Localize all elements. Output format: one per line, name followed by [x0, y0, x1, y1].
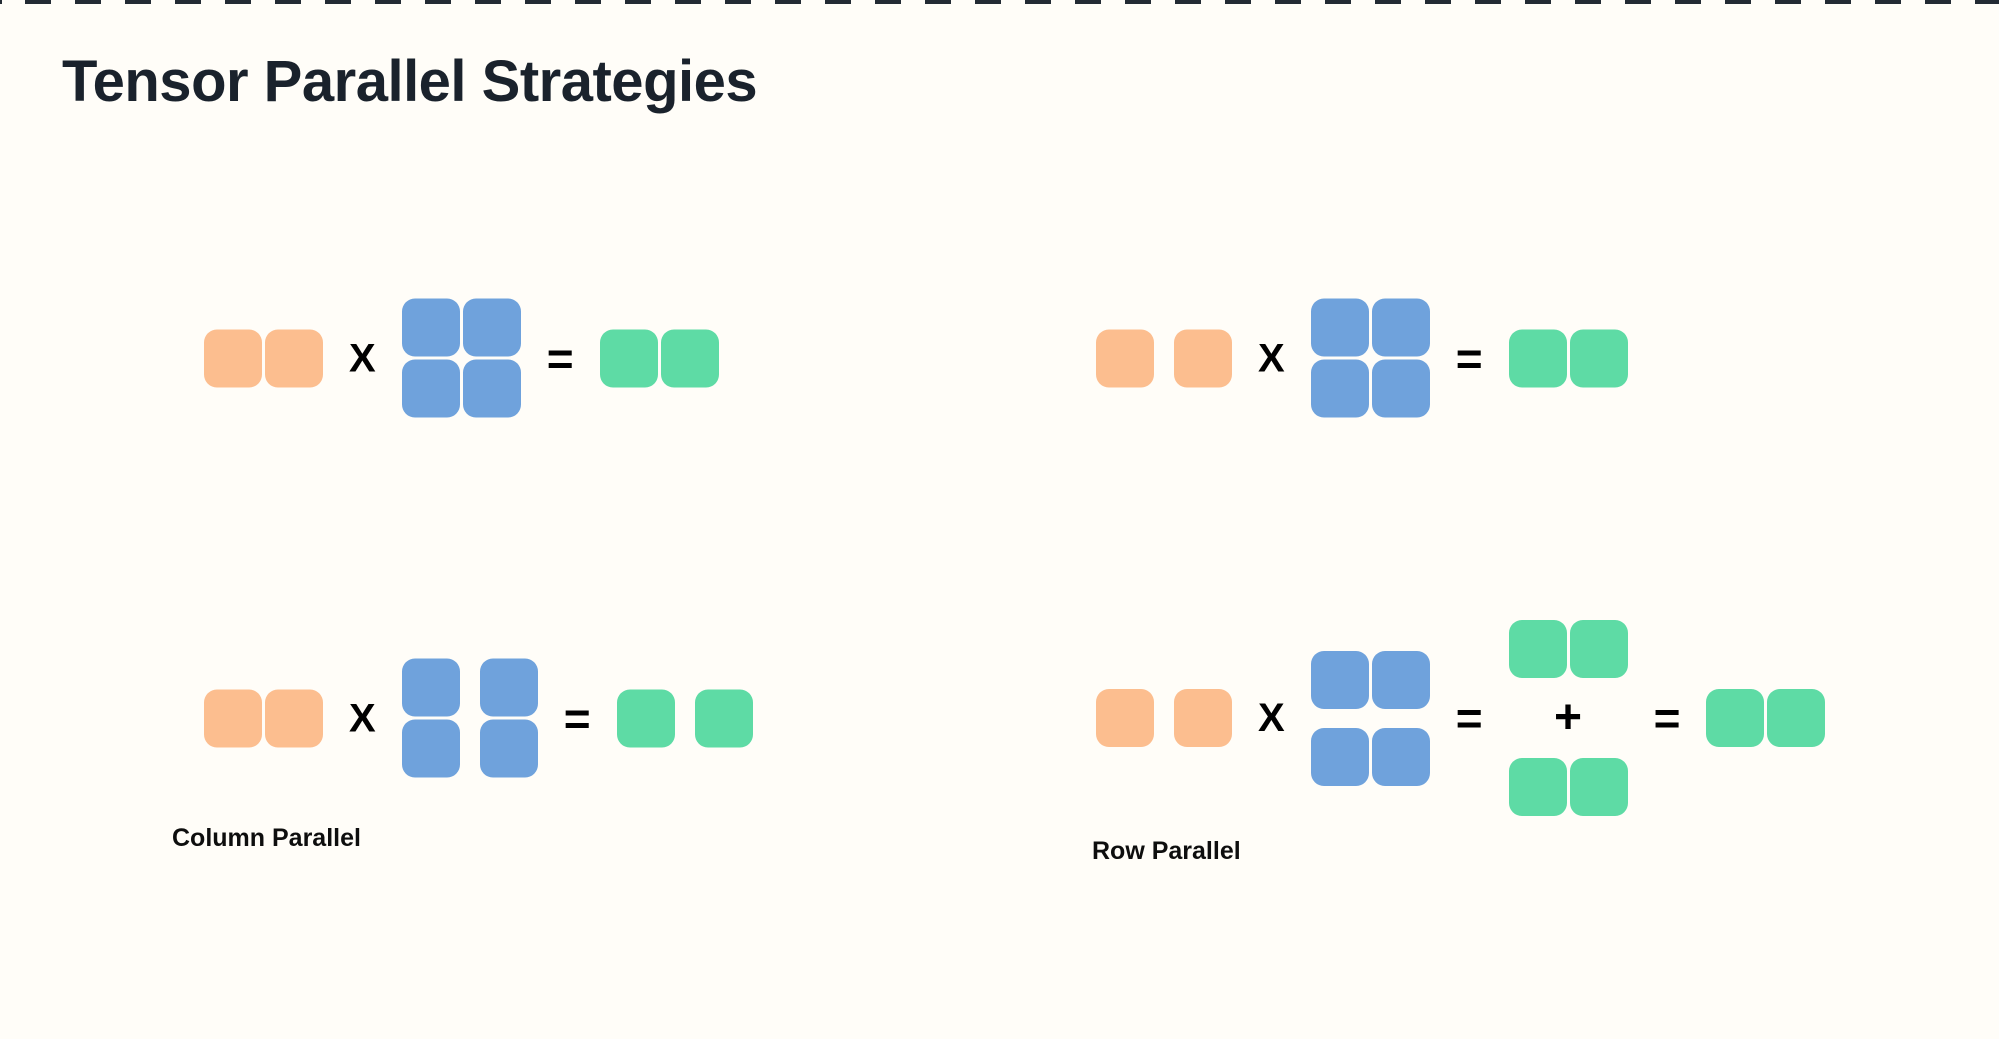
diagram-row-parallel: X = + =: [1096, 620, 1826, 816]
diagram-replicated-top-left: X=: [204, 298, 719, 418]
matrix-cell-blue: [1371, 359, 1430, 418]
plus-operator: +: [1554, 691, 1583, 744]
multiply-operator: X: [1258, 696, 1285, 740]
matrix-cell-blue: [401, 719, 460, 778]
matrix-cell-green: [1569, 620, 1628, 678]
matrix-cell-blue: [401, 359, 460, 418]
column-parallel-label: Column Parallel: [172, 824, 361, 852]
matrix-cell-orange: [1096, 689, 1154, 747]
matrix-cell-green: [660, 329, 719, 387]
matrix-cell-orange: [1096, 329, 1154, 387]
equals-operator: =: [1455, 692, 1483, 744]
matrix-cell-green: [599, 329, 658, 387]
equals-operator: =: [546, 332, 574, 384]
matrix-cell-orange: [265, 689, 323, 747]
matrix-cell-orange: [1174, 689, 1232, 747]
matrix-output-activations: [1508, 329, 1628, 387]
matrix-weight-matrix: [401, 658, 538, 778]
matrix-cell-orange: [1174, 329, 1232, 387]
matrix-input-activations: [204, 689, 323, 747]
multiply-operator: X: [349, 696, 376, 740]
matrix-cell-green: [1508, 620, 1567, 678]
top-edge-squares-strip: [0, 0, 1999, 4]
multiply-operator: X: [349, 336, 376, 380]
matrix-cell-blue: [1371, 298, 1430, 357]
matrix-cell-green: [1508, 329, 1567, 387]
equals-operator: =: [1455, 332, 1483, 384]
matrix-cell-blue: [401, 658, 460, 717]
matrix-partial-output-top: [1508, 620, 1628, 678]
equals-operator: =: [563, 692, 591, 744]
matrix-cell-orange: [265, 329, 323, 387]
matrix-input-activations: [1096, 329, 1232, 387]
diagram-column-parallel: X=: [204, 658, 753, 778]
matrix-cell-green: [694, 689, 753, 747]
matrix-weight-matrix: [1310, 298, 1430, 418]
matrix-cell-blue: [401, 298, 460, 357]
matrix-cell-blue: [1371, 650, 1430, 709]
matrix-cell-blue: [1371, 727, 1430, 786]
matrix-cell-green: [1706, 689, 1765, 747]
page-title: Tensor Parallel Strategies: [62, 49, 758, 114]
matrix-output-activations: [599, 329, 719, 387]
matrix-cell-blue: [1310, 298, 1369, 357]
matrix-weight-matrix: [401, 298, 521, 418]
matrix-output-activations: [1706, 689, 1826, 747]
matrix-partial-output-bottom: [1508, 758, 1628, 816]
matrix-cell-blue: [462, 359, 521, 418]
multiply-operator: X: [1258, 336, 1285, 380]
matrix-input-activations: [1096, 689, 1232, 747]
matrix-cell-green: [1767, 689, 1826, 747]
matrix-output-activations: [616, 689, 753, 747]
matrix-cell-orange: [204, 329, 262, 387]
matrix-cell-blue: [1310, 359, 1369, 418]
matrix-cell-green: [1569, 329, 1628, 387]
row-parallel-label: Row Parallel: [1092, 837, 1241, 865]
equals-operator: =: [1653, 692, 1681, 744]
matrix-cell-blue: [479, 658, 538, 717]
matrix-cell-green: [1569, 758, 1628, 816]
partial-sums-stack: +: [1508, 620, 1628, 816]
diagram-replicated-top-right: X=: [1096, 298, 1628, 418]
matrix-cell-green: [616, 689, 675, 747]
matrix-input-activations: [204, 329, 323, 387]
matrix-cell-blue: [1310, 650, 1369, 709]
matrix-cell-blue: [462, 298, 521, 357]
matrix-cell-blue: [479, 719, 538, 778]
matrix-weight-matrix: [1310, 650, 1430, 786]
matrix-cell-orange: [204, 689, 262, 747]
matrix-cell-blue: [1310, 727, 1369, 786]
matrix-cell-green: [1508, 758, 1567, 816]
